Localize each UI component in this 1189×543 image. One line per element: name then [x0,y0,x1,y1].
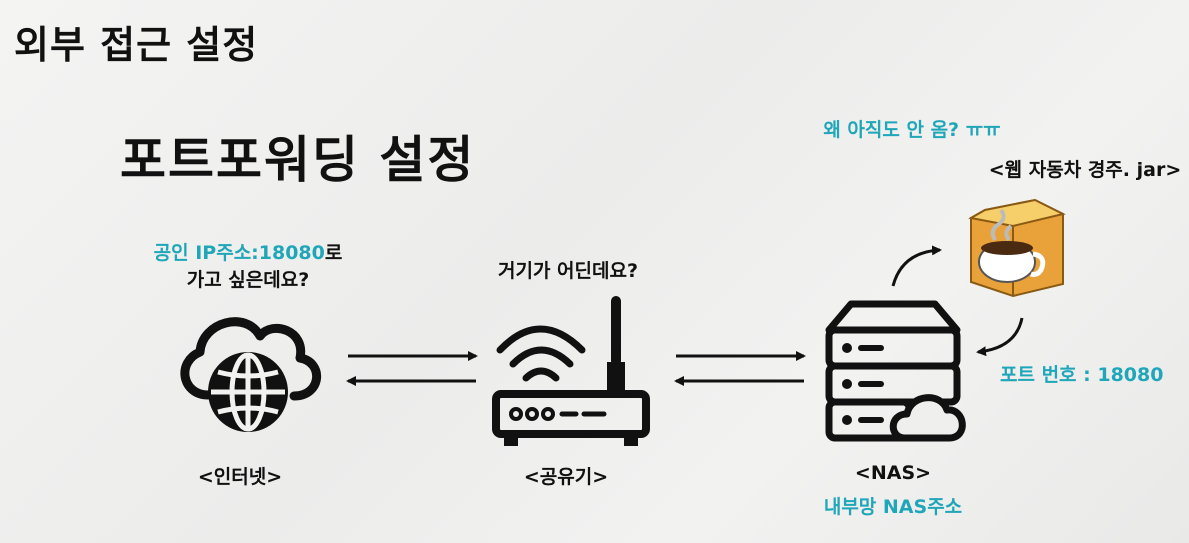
router-label: <공유기> [523,466,609,488]
page-title: 외부 접근 설정 [14,23,259,67]
internet-question-line2: 가고 싶은데요? [186,269,310,291]
arrow-app-to-nas [976,317,1024,357]
nas-server-icon [825,300,966,442]
section-title: 포트포워딩 설정 [120,131,476,189]
internet-cloud-globe-icon [180,317,321,432]
app-question: 왜 아직도 안 옴? ㅠㅠ [823,119,1001,141]
port-number-label: 포트 번호 : 18080 [1000,364,1164,386]
nas-address-label: 내부망 NAS주소 [823,496,963,518]
app-label: <웹 자동차 경주. jar> [988,159,1182,181]
internet-label: <인터넷> [197,466,283,488]
internet-question: 공인 IP주소:18080로 가고 싶은데요? [154,238,343,292]
java-jar-icon [968,198,1066,298]
router-question: 거기가 어딘데요? [498,260,638,282]
public-ip-address: 공인 IP주소:18080 [153,242,325,264]
internet-question-suffix: 로 [324,242,343,264]
arrow-nas-to-app [891,245,942,287]
router-icon [492,296,650,446]
nas-label: <NAS> [854,462,932,484]
